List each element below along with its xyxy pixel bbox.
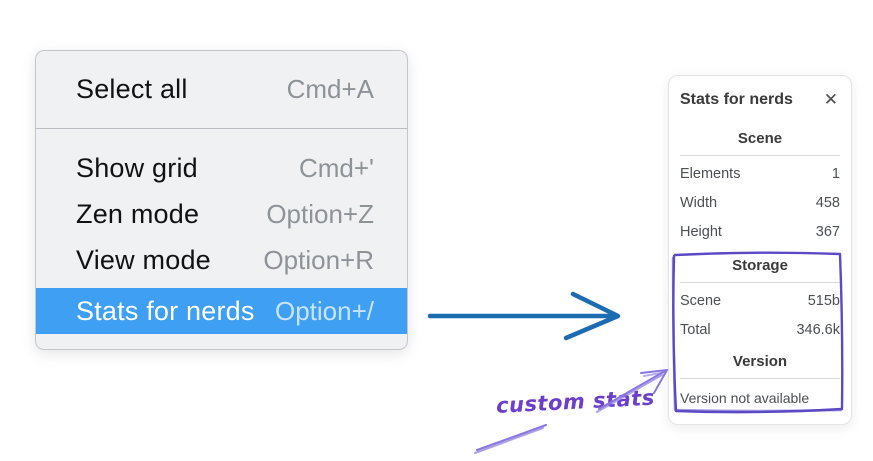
stat-value: 367 bbox=[815, 223, 840, 240]
menu-item-shortcut: Option+R bbox=[263, 244, 374, 275]
menu-item-shortcut: Cmd+' bbox=[298, 152, 374, 183]
stat-key: Width bbox=[680, 194, 718, 211]
menu-item-show-grid[interactable]: Show grid Cmd+' bbox=[36, 145, 407, 191]
section-rule bbox=[680, 155, 840, 156]
stats-panel-title: Stats for nerds bbox=[680, 90, 793, 108]
menu-item-stats-for-nerds[interactable]: Stats for nerds Option+/ bbox=[36, 288, 407, 334]
menu-item-label: Stats for nerds bbox=[76, 295, 255, 326]
stat-row-scene-storage: Scene 515b bbox=[680, 286, 840, 315]
stats-panel-header: Stats for nerds ✕ bbox=[680, 90, 840, 109]
flow-arrow-icon bbox=[427, 291, 621, 341]
close-icon[interactable]: ✕ bbox=[823, 90, 838, 109]
menu-item-label: Show grid bbox=[76, 152, 198, 183]
section-heading-scene: Scene bbox=[737, 130, 783, 147]
annotation-custom-stats: custom stats bbox=[495, 385, 656, 418]
menu-divider bbox=[36, 128, 407, 129]
version-note: Version not available bbox=[680, 390, 810, 406]
section-rule bbox=[680, 282, 840, 283]
stat-value: 458 bbox=[815, 194, 840, 211]
stat-row-width: Width 458 bbox=[680, 188, 840, 217]
stat-key: Elements bbox=[680, 165, 741, 182]
menu-item-shortcut: Cmd+A bbox=[286, 74, 374, 104]
menu-item-label: Select all bbox=[76, 74, 188, 104]
section-rule bbox=[680, 378, 840, 379]
menu-spacer bbox=[36, 129, 407, 145]
menu-item-view-mode[interactable]: View mode Option+R bbox=[36, 237, 407, 283]
section-heading-version: Version bbox=[732, 353, 788, 370]
stat-value: 1 bbox=[831, 165, 840, 182]
stat-row-total-storage: Total 346.6k bbox=[680, 315, 840, 344]
stat-value: 346.6k bbox=[796, 321, 840, 338]
stat-key: Scene bbox=[680, 292, 722, 309]
menu-item-shortcut: Option+/ bbox=[274, 295, 374, 326]
menu-item-label: Zen mode bbox=[76, 198, 200, 229]
menu-item-shortcut: Option+Z bbox=[266, 198, 374, 229]
menu-item-label: View mode bbox=[76, 244, 211, 275]
stat-value: 515b bbox=[807, 292, 840, 309]
context-menu: Select all Cmd+A Show grid Cmd+' Zen mod… bbox=[35, 50, 408, 350]
stats-panel: Stats for nerds ✕ Scene Elements 1 Width… bbox=[668, 75, 852, 425]
menu-item-select-all[interactable]: Select all Cmd+A bbox=[36, 51, 407, 128]
menu-item-zen-mode[interactable]: Zen mode Option+Z bbox=[36, 191, 407, 237]
stat-row-elements: Elements 1 bbox=[680, 159, 840, 188]
stat-row-height: Height 367 bbox=[680, 217, 840, 246]
section-heading-storage: Storage bbox=[732, 257, 788, 274]
stat-key: Height bbox=[680, 223, 722, 240]
stat-key: Total bbox=[680, 321, 711, 338]
